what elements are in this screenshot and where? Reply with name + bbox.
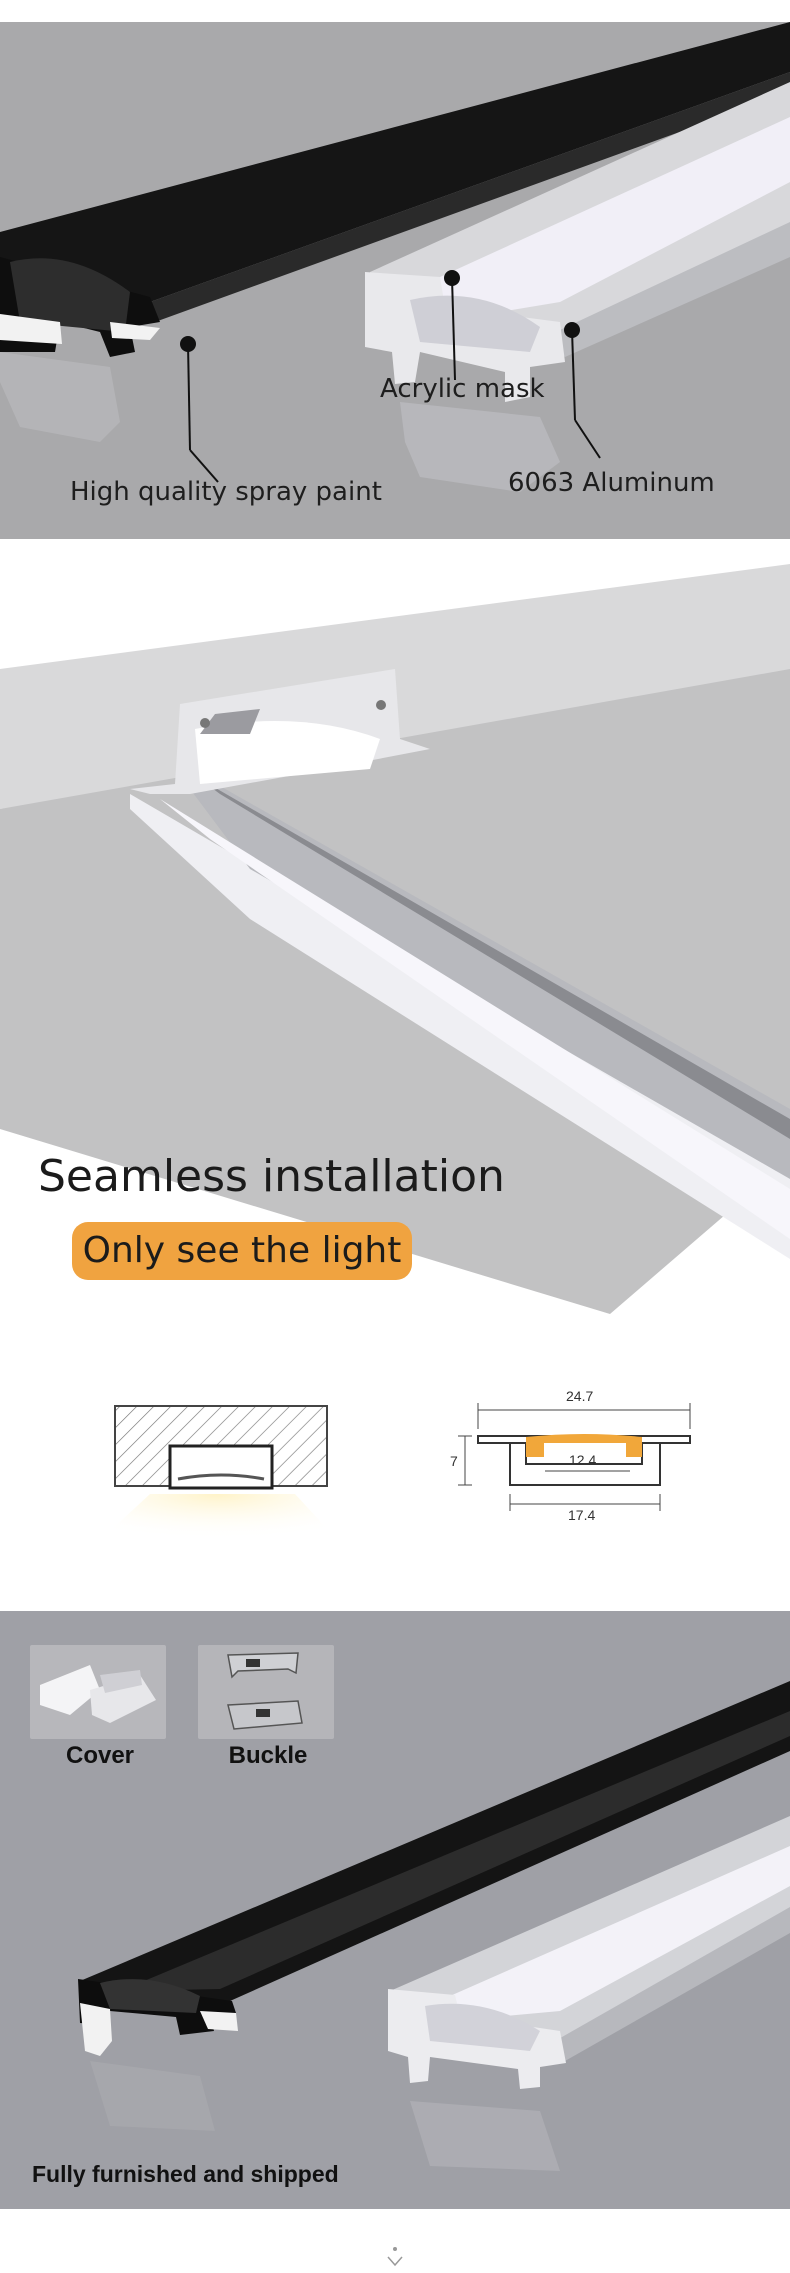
scroll-down-icon bbox=[387, 2247, 403, 2267]
installed-profile bbox=[130, 794, 790, 1259]
height-value: 7 bbox=[450, 1453, 458, 1469]
light-badge: Only see the light bbox=[72, 1222, 412, 1280]
installation-illustration bbox=[0, 564, 790, 1314]
cover-image bbox=[30, 1645, 166, 1739]
width-bottom-value: 17.4 bbox=[568, 1507, 595, 1523]
hero-illustration bbox=[0, 22, 790, 492]
profile-dimension-diagram: 24.7 12.4 7 17.4 bbox=[450, 1388, 691, 1523]
acrylic-mask-label: Acrylic mask bbox=[380, 374, 545, 404]
inner-width-value: 12.4 bbox=[569, 1452, 596, 1468]
hero-section: High quality spray paint Acrylic mask 60… bbox=[0, 22, 790, 539]
installation-section: Seamless installation Only see the light bbox=[0, 539, 790, 1339]
shipped-profiles bbox=[78, 1681, 790, 2171]
buckle-image bbox=[198, 1645, 334, 1739]
dimensions-section: 24.7 12.4 7 17.4 bbox=[0, 1339, 790, 1611]
buckle-label: Buckle bbox=[228, 1742, 308, 1769]
shipped-label: Fully furnished and shipped bbox=[32, 2161, 339, 2187]
aluminum-marker bbox=[564, 322, 580, 338]
aluminum-label: 6063 Aluminum bbox=[508, 468, 715, 498]
footer-divider bbox=[0, 2209, 790, 2273]
acrylic-marker bbox=[444, 270, 460, 286]
spray-paint-label: High quality spray paint bbox=[70, 477, 382, 507]
shipped-black-profile bbox=[80, 1681, 790, 2003]
accessories-section: Cover Buckle Fully furnished and shipped bbox=[0, 1611, 790, 2209]
installation-title: Seamless installation bbox=[38, 1151, 505, 1202]
spray-paint-marker bbox=[180, 336, 196, 352]
black-profile bbox=[0, 22, 790, 322]
cover-label: Cover bbox=[65, 1742, 135, 1769]
width-top-value: 24.7 bbox=[566, 1388, 593, 1404]
dimension-drawings: 24.7 12.4 7 17.4 bbox=[80, 1388, 691, 1559]
installation-cross-section bbox=[80, 1405, 355, 1559]
